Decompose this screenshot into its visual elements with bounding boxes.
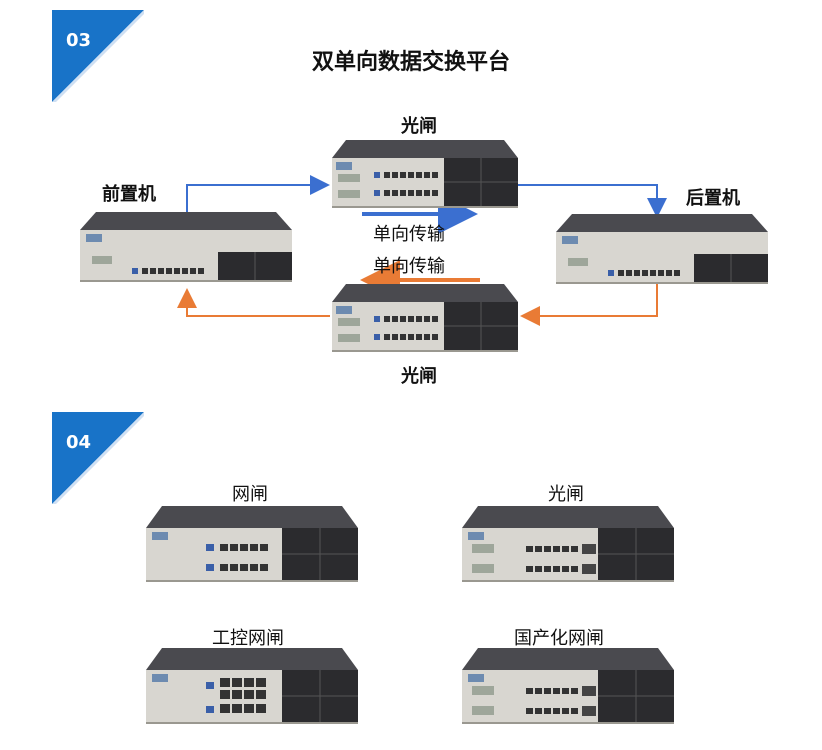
label-forward-transfer: 单向传输 <box>373 224 445 245</box>
device-gap-top <box>332 140 518 208</box>
badge-number: 04 <box>66 432 92 453</box>
product-device-1 <box>462 506 674 582</box>
product-device-0 <box>146 506 358 582</box>
device-front <box>80 212 292 282</box>
section-badge-04: 04 <box>52 412 144 504</box>
arrow-rear-to-gap <box>520 283 658 326</box>
product-label-0: 网闸 <box>232 484 268 505</box>
label-front: 前置机 <box>102 184 156 205</box>
arrow-gap-to-rear <box>518 184 667 218</box>
label-rear: 后置机 <box>686 188 740 209</box>
product-label-2: 工控网闸 <box>212 628 284 649</box>
product-device-3 <box>462 648 674 724</box>
product-device-2 <box>146 648 358 724</box>
section-badge-03: 03 <box>52 10 144 102</box>
badge-number: 03 <box>66 30 92 51</box>
arrow-gap-to-front <box>177 288 330 317</box>
device-gap-bottom <box>332 284 518 352</box>
label-gap-top: 光闸 <box>401 116 437 137</box>
badge-shape-icon <box>52 412 144 504</box>
page-title: 双单向数据交换平台 <box>311 50 510 75</box>
flow-diagram <box>177 175 667 326</box>
device-rear <box>556 214 768 284</box>
badge-shape-icon <box>52 10 144 102</box>
label-gap-bottom: 光闸 <box>401 366 437 387</box>
product-label-3: 国产化网闸 <box>514 628 604 649</box>
label-backward-transfer: 单向传输 <box>373 256 445 277</box>
arrow-front-to-gap <box>186 175 330 218</box>
product-label-1: 光闸 <box>548 484 584 505</box>
